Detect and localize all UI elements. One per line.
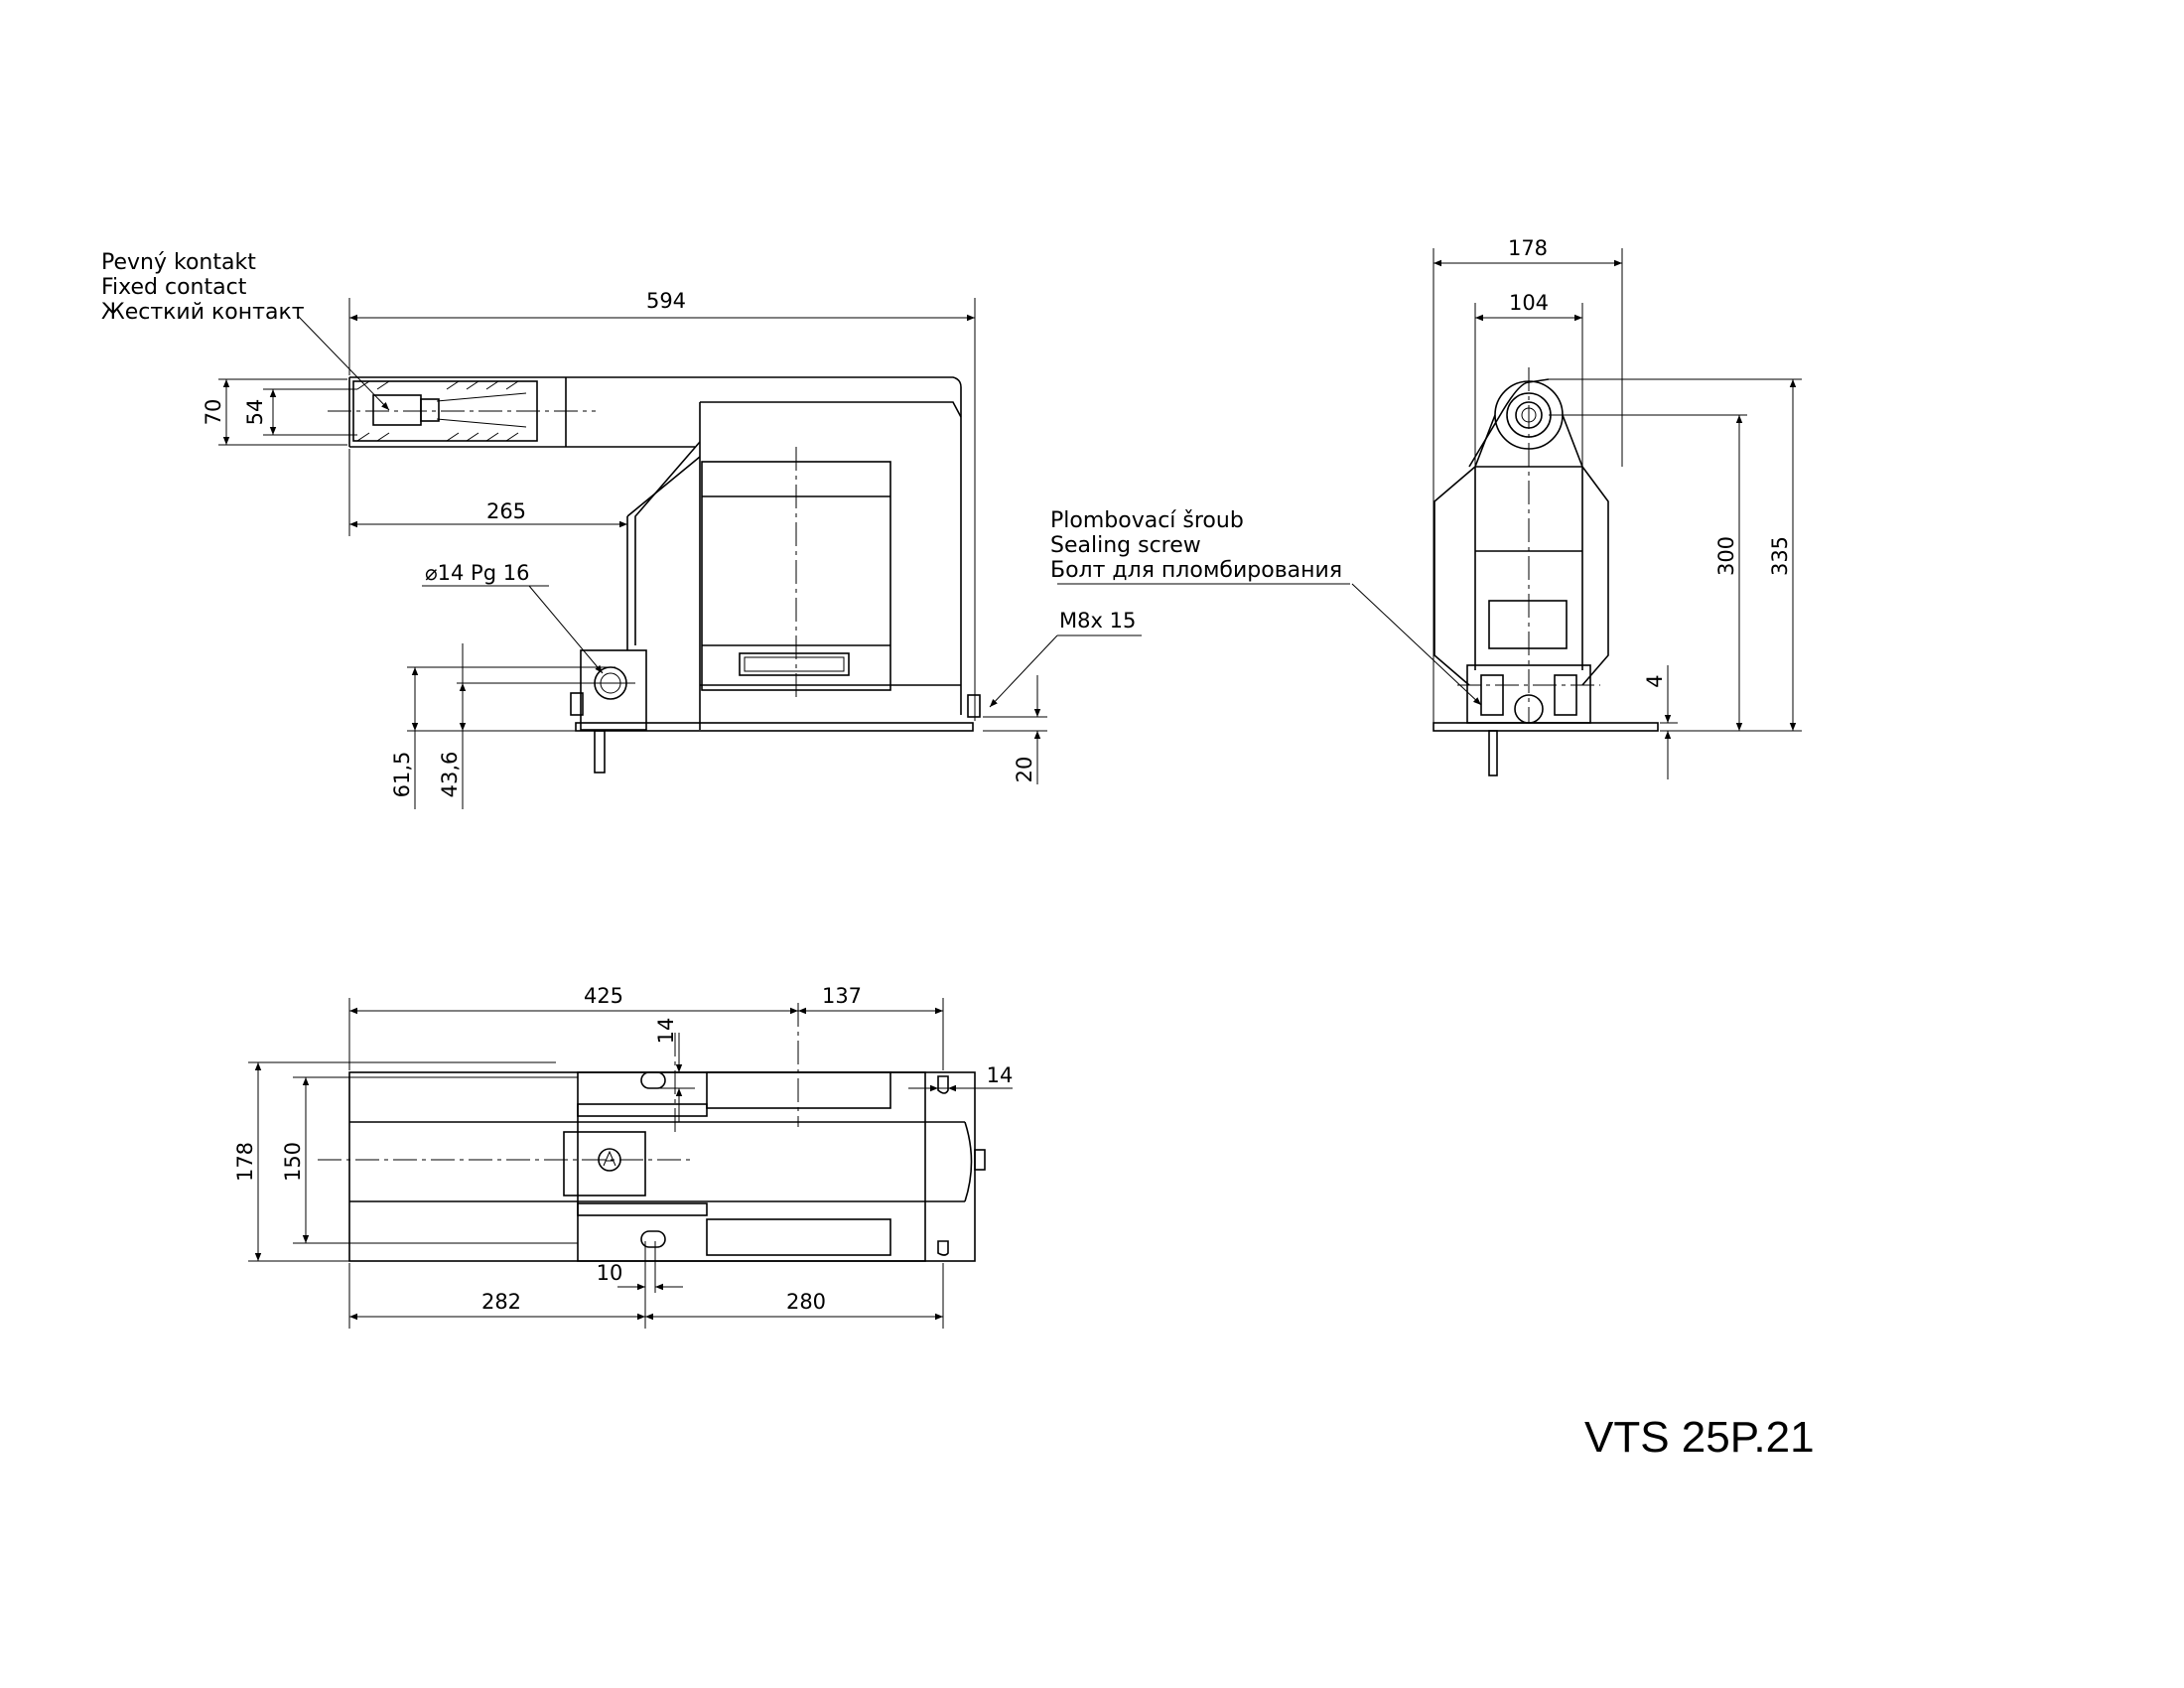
dim-top-282: 282: [481, 1290, 521, 1314]
dim-side-4: 4: [1643, 674, 1667, 687]
front-view: 594 265 70 54 61,5 43,6 20: [202, 289, 1142, 809]
dim-top-137: 137: [822, 984, 862, 1008]
fixed-contact-label-ru: Жесткий контакт: [101, 300, 305, 325]
dim-top-14-right: 14: [987, 1063, 1014, 1087]
dim-20: 20: [1013, 757, 1036, 783]
sealing-screw-label-ru: Болт для пломбирования: [1050, 558, 1342, 583]
sealing-screw-label-cz: Plombovací šroub: [1050, 508, 1244, 533]
drawing-title: VTS 25P.21: [1584, 1413, 1815, 1462]
dim-side-178: 178: [1508, 236, 1548, 260]
dim-top-10: 10: [597, 1261, 623, 1285]
fixed-contact-label-en: Fixed contact: [101, 275, 247, 300]
dim-594: 594: [646, 289, 686, 313]
side-view: 178 104 300 335 4: [1433, 236, 1802, 779]
dim-61-5: 61,5: [390, 752, 414, 798]
bushing-label: ⌀14 Pg 16: [425, 561, 529, 585]
dim-top-14-slot: 14: [654, 1018, 678, 1045]
dim-top-425: 425: [584, 984, 623, 1008]
dim-265: 265: [486, 499, 526, 523]
fixed-contact-label-cz: Pevný kontakt: [101, 250, 256, 275]
dim-side-104: 104: [1509, 291, 1549, 315]
top-view: 425 137 14 14 178 150 282 280 10: [233, 984, 1013, 1329]
dim-top-178: 178: [233, 1142, 257, 1182]
fixed-contact-section: [352, 380, 538, 442]
dim-side-300: 300: [1714, 536, 1738, 576]
dim-70: 70: [202, 399, 225, 426]
dim-54: 54: [243, 399, 267, 426]
dim-43-6: 43,6: [438, 752, 462, 798]
dim-top-150: 150: [281, 1142, 305, 1182]
dim-top-280: 280: [786, 1290, 826, 1314]
screw-label: M8x 15: [1059, 609, 1136, 633]
sealing-screw-label-en: Sealing screw: [1050, 533, 1201, 558]
dim-side-335: 335: [1768, 536, 1792, 576]
